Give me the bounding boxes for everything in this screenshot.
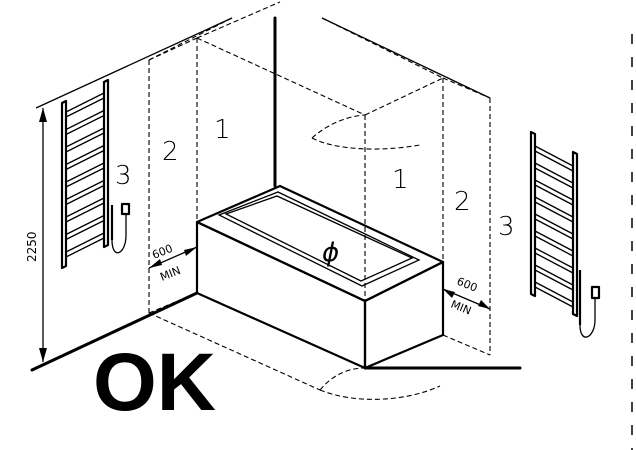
radiator-right-rung (534, 252, 574, 274)
clearance-left-arrow-a (149, 259, 162, 268)
radiator-right-rung (534, 184, 574, 206)
zone2-left-floor (148, 292, 198, 314)
radiator-left-rung (65, 109, 105, 131)
radiator-right-rung (534, 218, 574, 240)
clearance-dimension-left: 600 MIN (148, 242, 198, 284)
radiator-left-rung (65, 162, 105, 183)
zone-boundaries (148, 1, 491, 400)
radiator-left-rung (65, 127, 105, 148)
bathtub (195, 184, 445, 370)
radiator-left-switch (120, 202, 131, 216)
zone1-arc-front (311, 137, 421, 150)
towel-radiator-right (529, 130, 601, 338)
radiator-left-rung (65, 92, 105, 113)
towel-radiator-left (60, 78, 131, 270)
zone1-back-right (321, 17, 444, 79)
radiator-right-rung (534, 235, 574, 257)
radiator-right-switch (590, 285, 601, 300)
zone-label-2-left: 2 (162, 137, 179, 167)
zone1-end-top (364, 77, 444, 116)
zone2-right-floor (442, 334, 491, 356)
zone2-right-top (442, 77, 491, 99)
radiator-left-rung (65, 197, 105, 218)
radiator-right-rung (534, 179, 574, 201)
bathtub-basin-inner (224, 195, 414, 282)
radiator-right-rung (534, 167, 574, 189)
radiator-left-rail-a (60, 99, 68, 270)
radiator-right-rung (534, 230, 574, 252)
clearance-left-unit: MIN (158, 264, 182, 284)
zone2-floor-arc-b (319, 385, 441, 400)
bathtub-end-side (363, 260, 445, 370)
radiator-left-rung (65, 214, 105, 236)
zone2-floor-arc-a (319, 367, 366, 391)
clearance-right-arrow-a (443, 289, 455, 298)
floor-left-edge (30, 291, 199, 372)
radiator-left-wire (111, 214, 127, 254)
radiator-left-rung (65, 179, 105, 201)
zone1-front-top (196, 37, 366, 116)
radiator-left-rung (65, 202, 105, 223)
wall-top-right (321, 17, 491, 99)
radiator-right-rung (534, 150, 574, 172)
radiator-left-rung (65, 149, 105, 171)
radiator-right-rung (534, 213, 574, 235)
zone-label-0: ϕ (322, 238, 339, 268)
radiator-right-rung (534, 286, 574, 308)
height-arrow-top (39, 108, 47, 122)
zone-label-3-right: 3 (498, 212, 515, 242)
zone-label-1-right: 1 (392, 165, 409, 195)
clearance-right-arrow-b (478, 300, 490, 309)
radiator-right-rung (534, 196, 574, 218)
zone1-back-top (196, 1, 281, 39)
radiator-right-wire (579, 298, 596, 338)
clearance-dimension-right: 600 MIN (442, 275, 491, 318)
radiator-left-rung (65, 144, 105, 166)
radiator-left-rung (65, 184, 105, 206)
zone-label-2-right: 2 (454, 187, 471, 217)
verdict-ok-label: OK (93, 337, 216, 428)
wall-top-left (35, 17, 233, 109)
radiator-right-rung (534, 264, 574, 286)
radiator-left-rail-b (102, 78, 110, 249)
radiator-right-rung (534, 247, 574, 269)
radiator-right-rung (534, 269, 574, 291)
radiator-left-rung (65, 97, 105, 118)
radiator-right-rung (534, 145, 574, 167)
zone1-arc-top (311, 114, 366, 139)
bathtub-top (195, 184, 445, 303)
zone-labels: 1 1 2 2 3 3 ϕ (115, 115, 515, 268)
height-arrow-bottom (39, 348, 47, 362)
zone2-left-top-inner (148, 37, 198, 61)
radiator-left-rung (65, 132, 105, 153)
radiator-left-rung (65, 114, 105, 136)
radiator-left-rung (65, 237, 105, 258)
radiator-right-rung (534, 162, 574, 184)
height-dimension: 2250 (25, 108, 47, 362)
radiator-right-rail-b (571, 150, 579, 318)
radiator-left-rung (65, 232, 105, 253)
zone2-floor-front (148, 312, 321, 391)
clearance-left-arrow-b (184, 247, 197, 256)
clearance-right-value: 600 (455, 275, 479, 295)
room-walls (30, 16, 522, 372)
radiator-right-rung (534, 281, 574, 303)
zone-label-3-left: 3 (115, 161, 132, 191)
radiator-right-rail-a (529, 130, 537, 298)
bathtub-basin-outer (217, 191, 421, 287)
radiator-left-rung (65, 219, 105, 241)
zone-label-1-left: 1 (214, 115, 231, 145)
radiator-left-rung (65, 167, 105, 188)
radiator-right-rung (534, 201, 574, 223)
height-dimension-label: 2250 (25, 231, 39, 262)
